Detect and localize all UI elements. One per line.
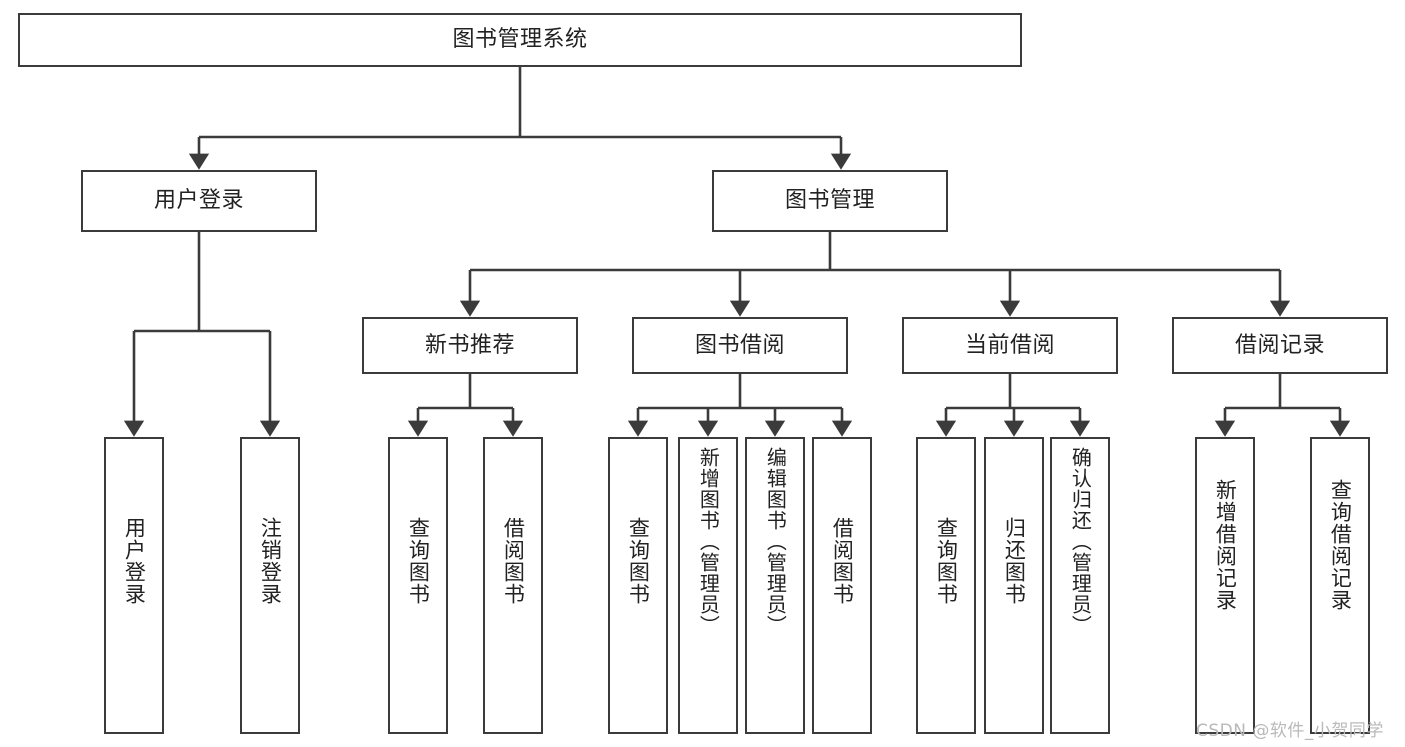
node-book-borrow-label: 图书借阅: [694, 332, 785, 358]
node-book-management[interactable]: 图书管理: [712, 170, 948, 232]
node-root-label: 图书管理系统: [452, 27, 588, 53]
edge-book-management-to-level3: [459, 232, 1291, 317]
node-current-borrow-label: 当前借阅: [964, 332, 1055, 358]
node-borrow-record-label: 借阅记录: [1234, 332, 1325, 358]
node-new-book-recommend-label: 新书推荐: [424, 332, 515, 358]
node-leaf-borrow-book-2[interactable]: 借阅图书: [812, 437, 872, 734]
node-leaf-confirm-return-label: 确认归还（管理员）: [1068, 447, 1093, 636]
node-leaf-return-book[interactable]: 归还图书: [984, 437, 1044, 734]
edge-book-borrow-to-leaves: [627, 374, 853, 437]
node-leaf-user-login[interactable]: 用户登录: [104, 437, 164, 734]
edge-borrow-record-to-leaves: [1214, 374, 1351, 437]
node-borrow-record[interactable]: 借阅记录: [1172, 317, 1388, 374]
node-leaf-add-record[interactable]: 新增借阅记录: [1195, 437, 1255, 734]
node-root[interactable]: 图书管理系统: [18, 13, 1022, 67]
edge-root-to-level2: [188, 67, 852, 170]
csdn-watermark: CSDN @软件_小贺同学: [1196, 721, 1384, 741]
node-leaf-confirm-return[interactable]: 确认归还（管理员）: [1050, 437, 1110, 734]
node-user-login[interactable]: 用户登录: [81, 170, 317, 232]
node-leaf-query-book-3[interactable]: 查询图书: [916, 437, 976, 734]
node-leaf-borrow-book-1-label: 借阅图书: [501, 517, 526, 605]
node-leaf-borrow-book-1[interactable]: 借阅图书: [483, 437, 543, 734]
node-leaf-add-book[interactable]: 新增图书（管理员）: [678, 437, 738, 734]
node-leaf-query-record-label: 查询借阅记录: [1328, 479, 1353, 611]
node-user-login-label: 用户登录: [153, 188, 244, 214]
node-book-management-label: 图书管理: [784, 188, 875, 214]
node-leaf-query-book-3-label: 查询图书: [934, 517, 959, 605]
node-leaf-query-book-1[interactable]: 查询图书: [388, 437, 448, 734]
node-leaf-query-book-1-label: 查询图书: [406, 517, 431, 605]
node-current-borrow[interactable]: 当前借阅: [902, 317, 1118, 374]
node-leaf-add-record-label: 新增借阅记录: [1213, 479, 1238, 611]
node-leaf-edit-book-label: 编辑图书（管理员）: [763, 447, 788, 636]
node-leaf-user-login-label: 用户登录: [122, 517, 147, 605]
node-leaf-query-book-2-label: 查询图书: [626, 517, 651, 605]
node-leaf-logout[interactable]: 注销登录: [240, 437, 300, 734]
edge-user-login-to-leaves: [123, 232, 281, 437]
node-leaf-logout-label: 注销登录: [258, 517, 283, 605]
node-leaf-return-book-label: 归还图书: [1002, 517, 1027, 605]
node-leaf-add-book-label: 新增图书（管理员）: [696, 447, 721, 636]
edge-current-borrow-to-leaves: [935, 374, 1091, 437]
edge-new-book-recommend-to-leaves: [407, 374, 524, 437]
node-book-borrow[interactable]: 图书借阅: [632, 317, 848, 374]
node-leaf-borrow-book-2-label: 借阅图书: [830, 517, 855, 605]
node-leaf-query-record[interactable]: 查询借阅记录: [1310, 437, 1370, 734]
node-new-book-recommend[interactable]: 新书推荐: [362, 317, 578, 374]
node-leaf-query-book-2[interactable]: 查询图书: [608, 437, 668, 734]
node-leaf-edit-book[interactable]: 编辑图书（管理员）: [745, 437, 805, 734]
